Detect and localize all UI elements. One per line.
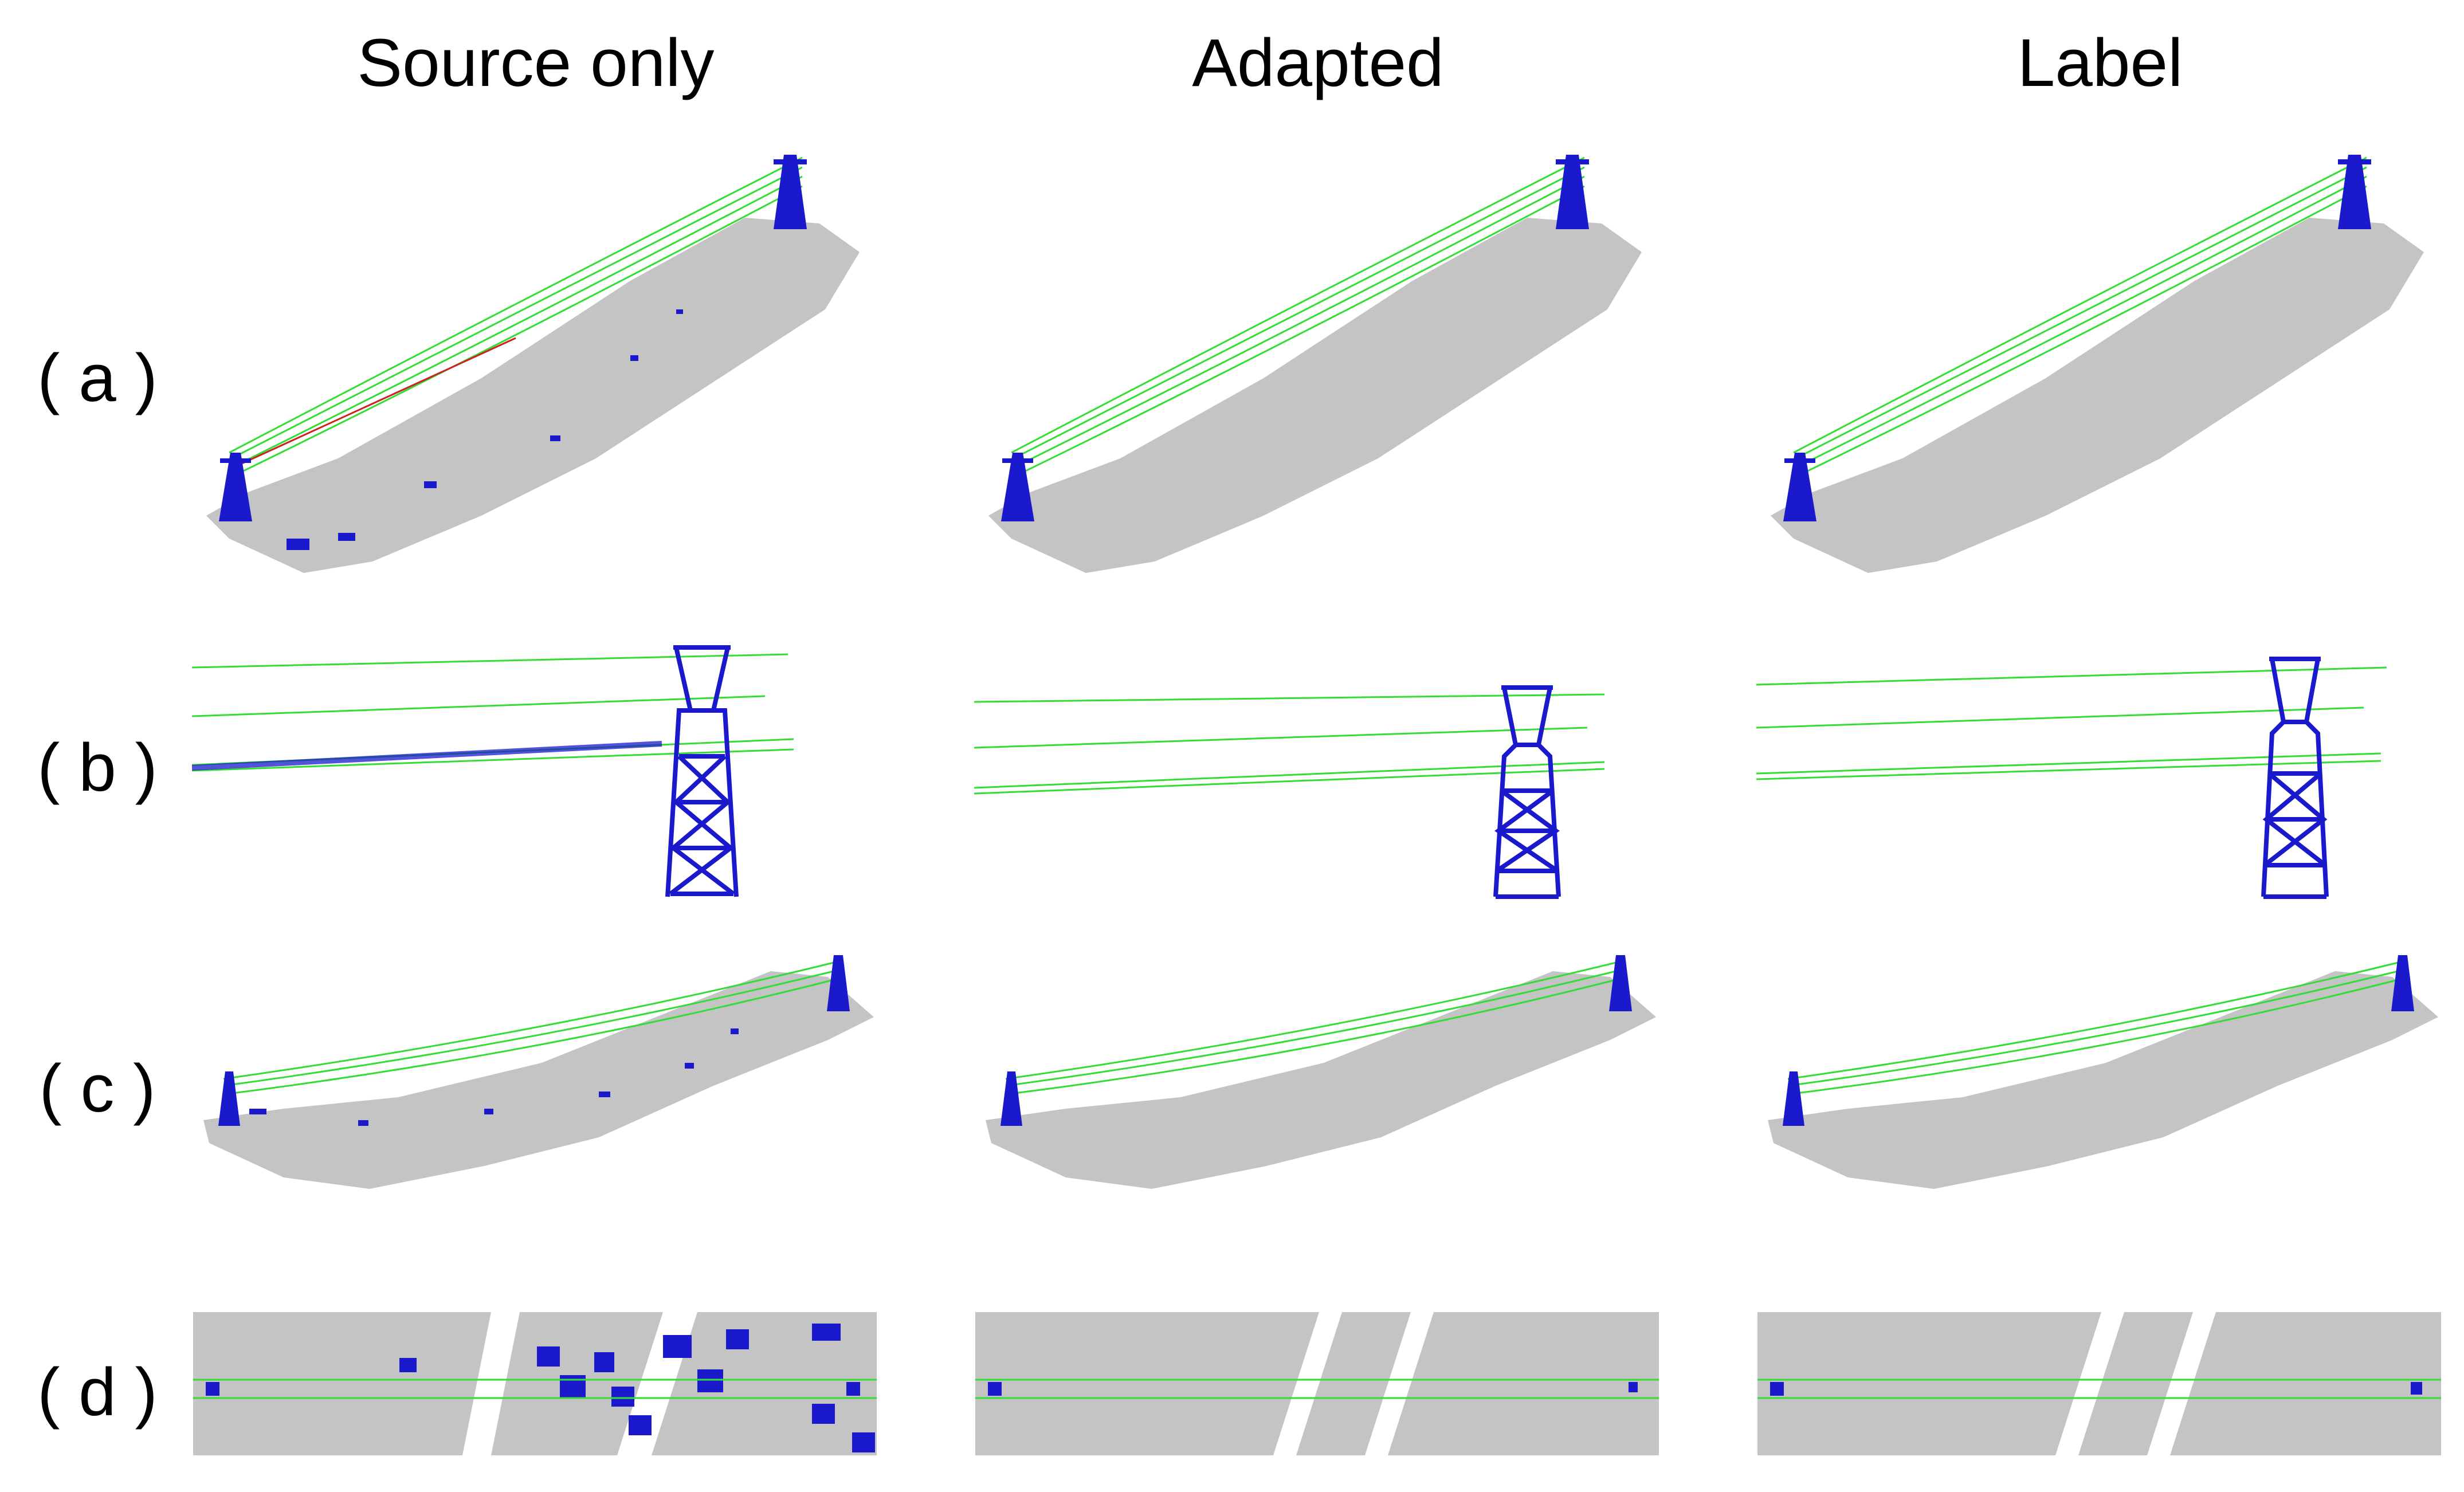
power-lines [974, 693, 1604, 795]
panel-d-adapted [975, 1312, 1659, 1455]
terrain-point-cloud [1771, 218, 2424, 573]
pylon-left [219, 453, 252, 521]
panel-c-label [1762, 948, 2450, 1195]
pylon-left [218, 1071, 240, 1126]
power-lines [1793, 156, 2367, 479]
pylon-left [1783, 1071, 1804, 1126]
pylon [2261, 657, 2329, 899]
column-title-label: Label [2017, 25, 2183, 101]
terrain-top-view [193, 1312, 877, 1455]
pylon-right [2391, 955, 2414, 1011]
power-lines [1011, 156, 1585, 479]
pylon-left [1783, 453, 1816, 521]
panel-b-adapted [974, 642, 1604, 900]
misclassified-points [249, 1028, 739, 1126]
power-lines [1005, 961, 1616, 1096]
panel-a-label [1759, 138, 2447, 584]
row-label-d: ( d ) [37, 1354, 158, 1430]
panel-b-label [1756, 642, 2387, 900]
panel-c-adapted [980, 948, 1667, 1195]
misclassified-points [287, 309, 683, 550]
roads [1273, 1312, 1434, 1455]
pylon [1493, 685, 1561, 899]
power-lines [223, 961, 834, 1096]
pylon-left [1001, 453, 1034, 521]
roads [2055, 1312, 2216, 1455]
misclassified-wire-points [192, 741, 662, 771]
power-lines [1757, 1379, 2441, 1399]
terrain-point-cloud [988, 218, 1642, 573]
pylon-right [827, 955, 850, 1011]
row-label-b: ( b ) [37, 730, 158, 806]
panel-b-source-only [192, 642, 822, 900]
pylon-right [774, 155, 807, 229]
panel-d-label [1757, 1312, 2441, 1455]
column-title-source-only: Source only [357, 25, 715, 101]
pylons [988, 1382, 1638, 1396]
pylon [665, 645, 739, 897]
row-label-a: ( a ) [37, 340, 158, 416]
panel-a-source-only [195, 138, 882, 584]
panel-d-source-only [193, 1312, 877, 1455]
pylon-right [2338, 155, 2371, 229]
pylon-left [1000, 1071, 1022, 1126]
panel-c-source-only [198, 948, 885, 1195]
terrain-point-cloud [1768, 971, 2438, 1189]
power-lines [975, 1379, 1659, 1399]
terrain-point-cloud [203, 971, 874, 1189]
column-title-adapted: Adapted [1192, 25, 1444, 101]
power-lines [229, 156, 803, 479]
pylons [1770, 1382, 2422, 1396]
pylon-right [1556, 155, 1589, 229]
power-lines [193, 1379, 877, 1399]
row-label-c: ( c ) [39, 1051, 156, 1126]
pylons [206, 1382, 860, 1396]
misclassified-wire [240, 337, 516, 465]
panel-a-adapted [977, 138, 1665, 584]
terrain-point-cloud [206, 218, 860, 573]
pylon-right [1609, 955, 1632, 1011]
terrain-point-cloud [986, 971, 1656, 1189]
power-lines [1756, 666, 2387, 780]
power-lines [1787, 961, 2399, 1096]
